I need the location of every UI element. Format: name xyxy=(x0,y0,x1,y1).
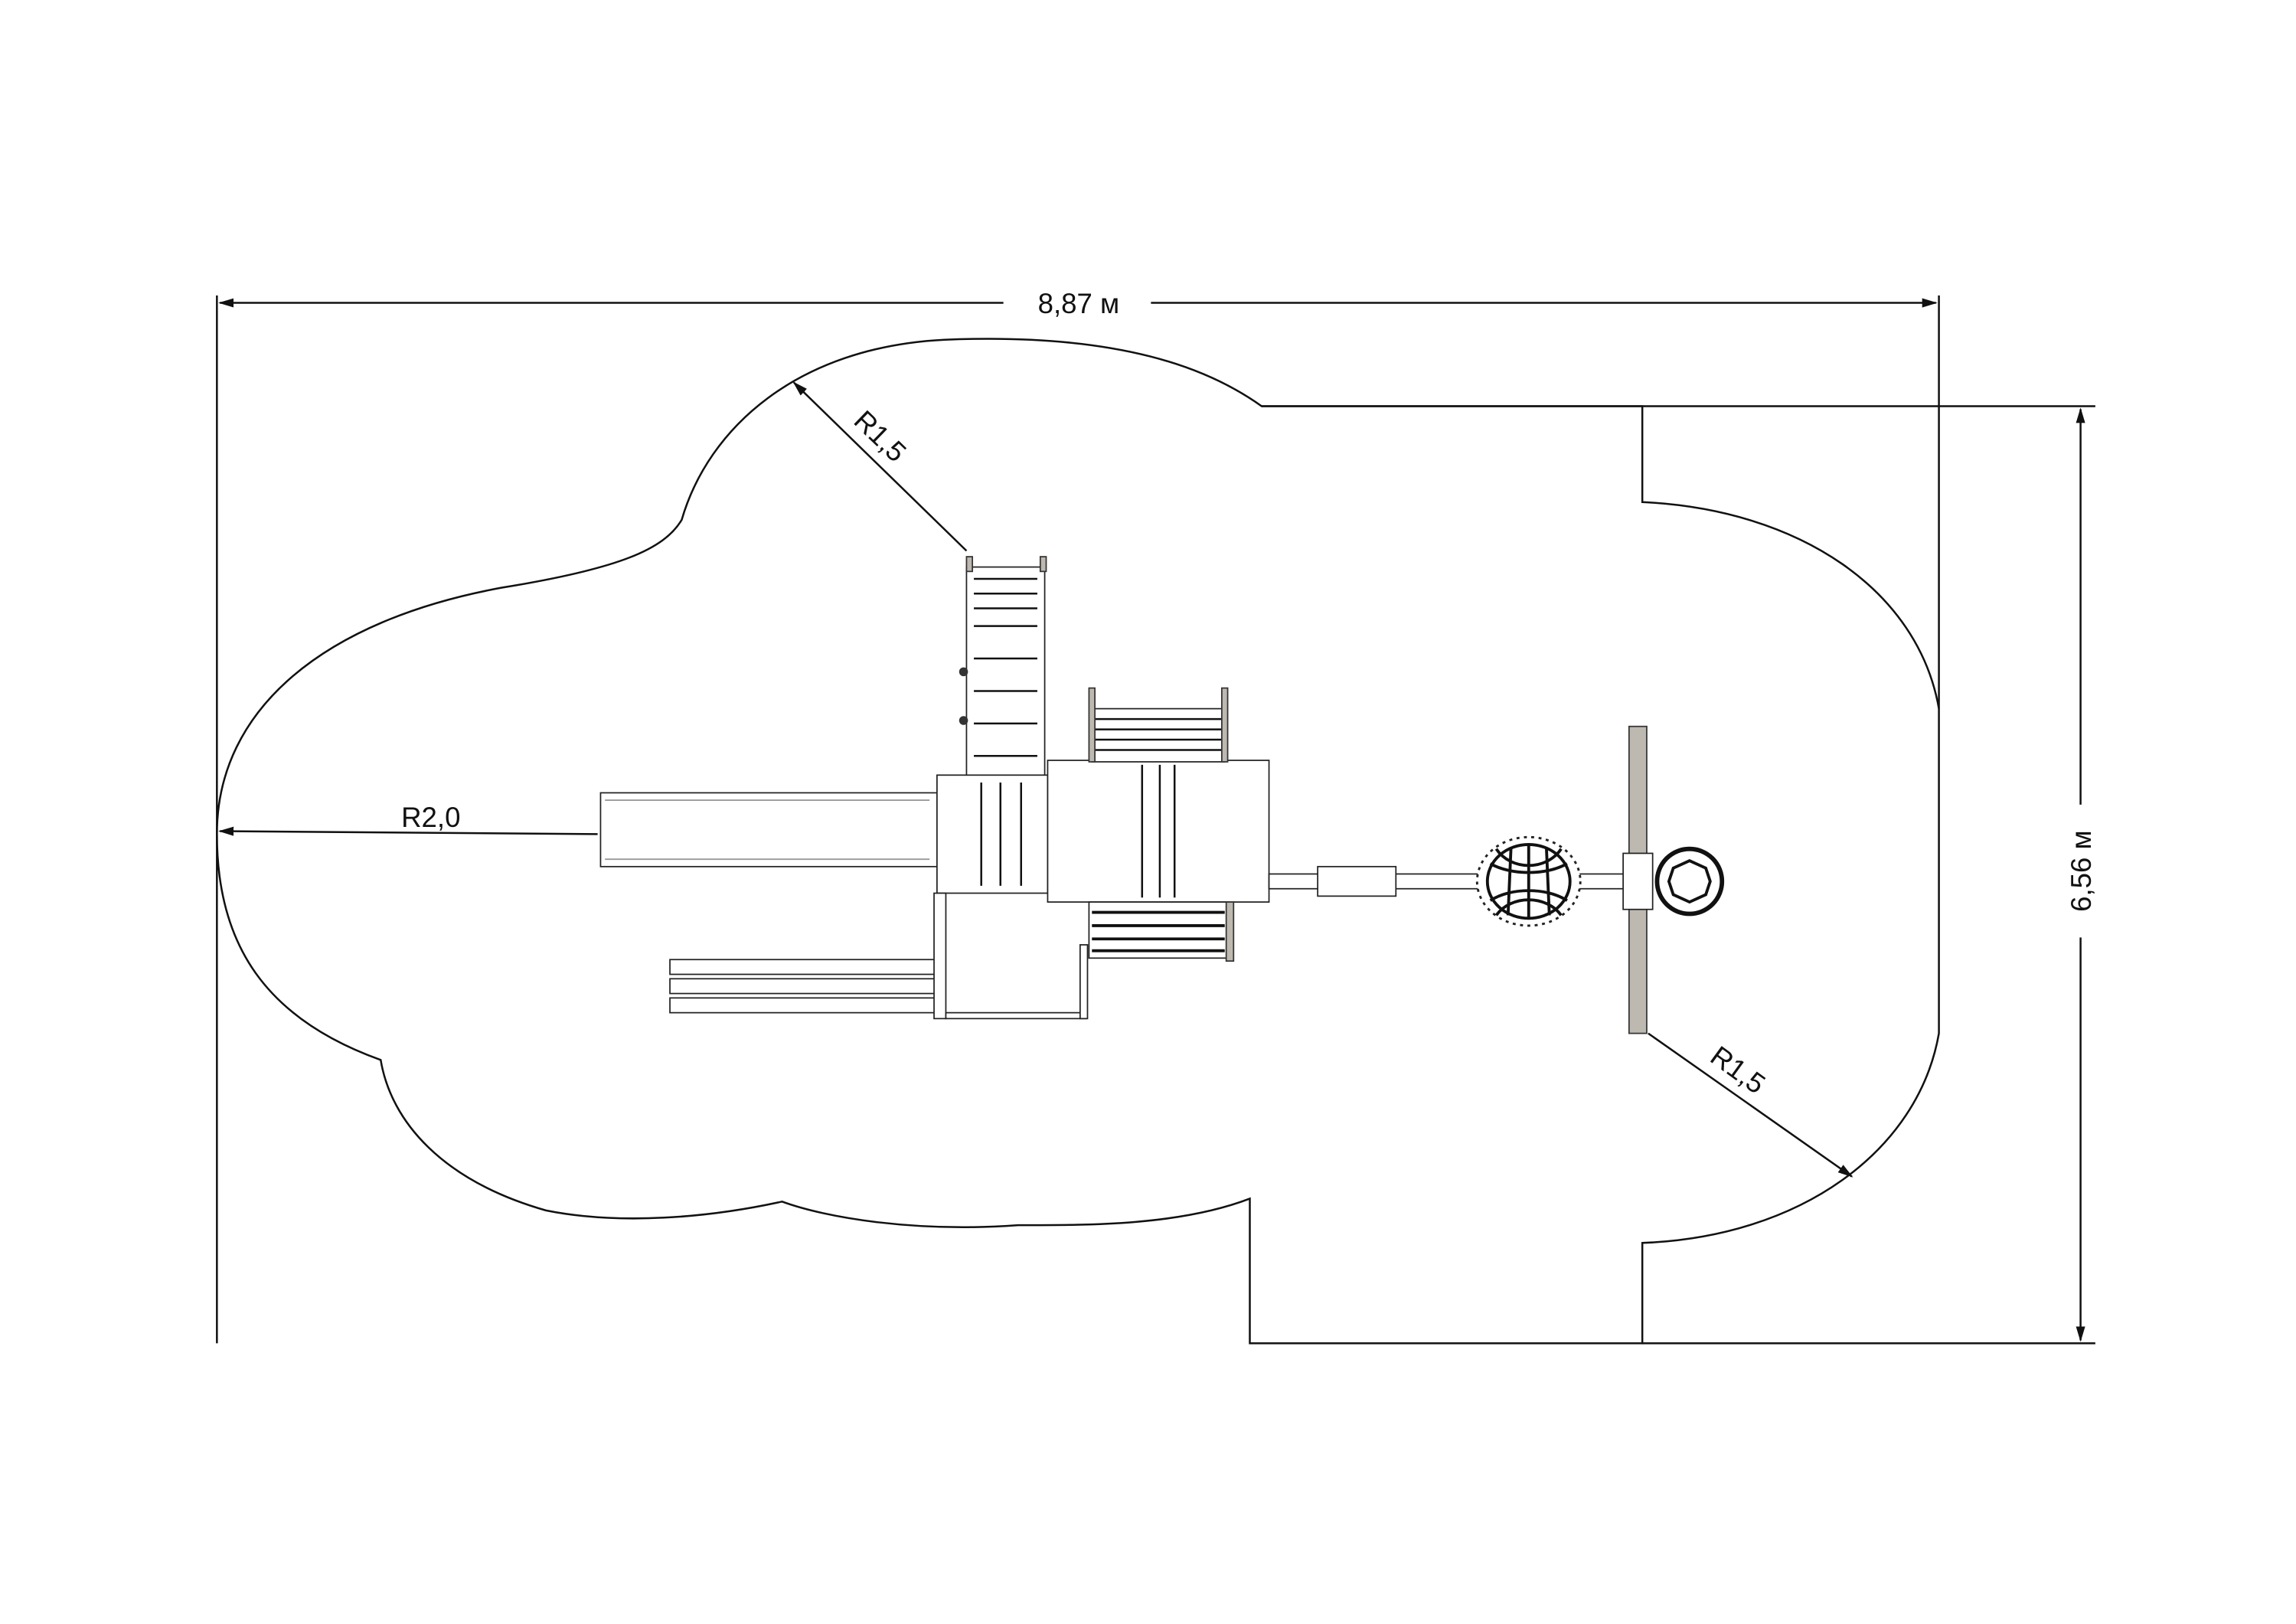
deck-left xyxy=(936,774,1049,894)
bench xyxy=(669,892,1089,1020)
radius-left: R2,0 xyxy=(218,802,598,836)
radius-left-label: R2,0 xyxy=(401,802,460,833)
play-equipment xyxy=(599,556,1725,1034)
height-label: 6,56 м xyxy=(2066,830,2097,912)
climbing-wall xyxy=(959,556,1047,778)
radius-top-label: R1,5 xyxy=(848,404,913,468)
slide xyxy=(599,792,938,868)
nest-swing xyxy=(1475,835,1582,927)
height-dimension: 6,56 м xyxy=(1261,405,2097,1345)
stairs-top xyxy=(1088,687,1229,763)
stairs-bottom xyxy=(1088,901,1235,962)
safety-zone-boundary xyxy=(216,338,1940,1345)
basketball-hoop xyxy=(1654,846,1725,917)
radius-bottom: R1,5 xyxy=(1648,1032,1853,1178)
radius-top: R1,5 xyxy=(792,381,968,552)
width-dimension: 8,87 м xyxy=(216,288,1940,1344)
width-label: 8,87 м xyxy=(1038,288,1120,319)
roof-platform xyxy=(1047,760,1270,903)
swing-seat xyxy=(1317,865,1397,897)
radius-bottom-label: R1,5 xyxy=(1705,1040,1772,1100)
